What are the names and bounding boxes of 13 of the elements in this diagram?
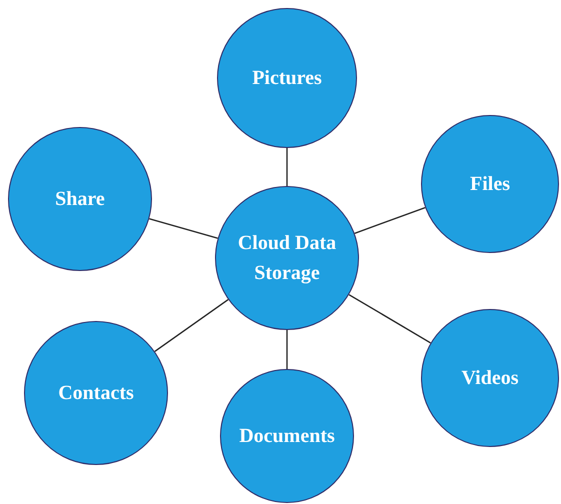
connector-line <box>149 218 218 239</box>
topic-label: Contacts <box>58 381 134 406</box>
connector-line <box>286 148 288 186</box>
topic-label: Videos <box>461 366 519 391</box>
connector-line <box>354 207 426 234</box>
topic-label: Cloud Data Storage <box>236 231 338 286</box>
connector-line <box>348 294 431 344</box>
connector-line <box>286 330 288 369</box>
connector-line <box>154 299 229 352</box>
topic-label: Share <box>55 187 105 212</box>
topic-label: Files <box>470 172 510 197</box>
topic-label: Pictures <box>252 66 322 91</box>
topic-label: Documents <box>239 424 335 449</box>
